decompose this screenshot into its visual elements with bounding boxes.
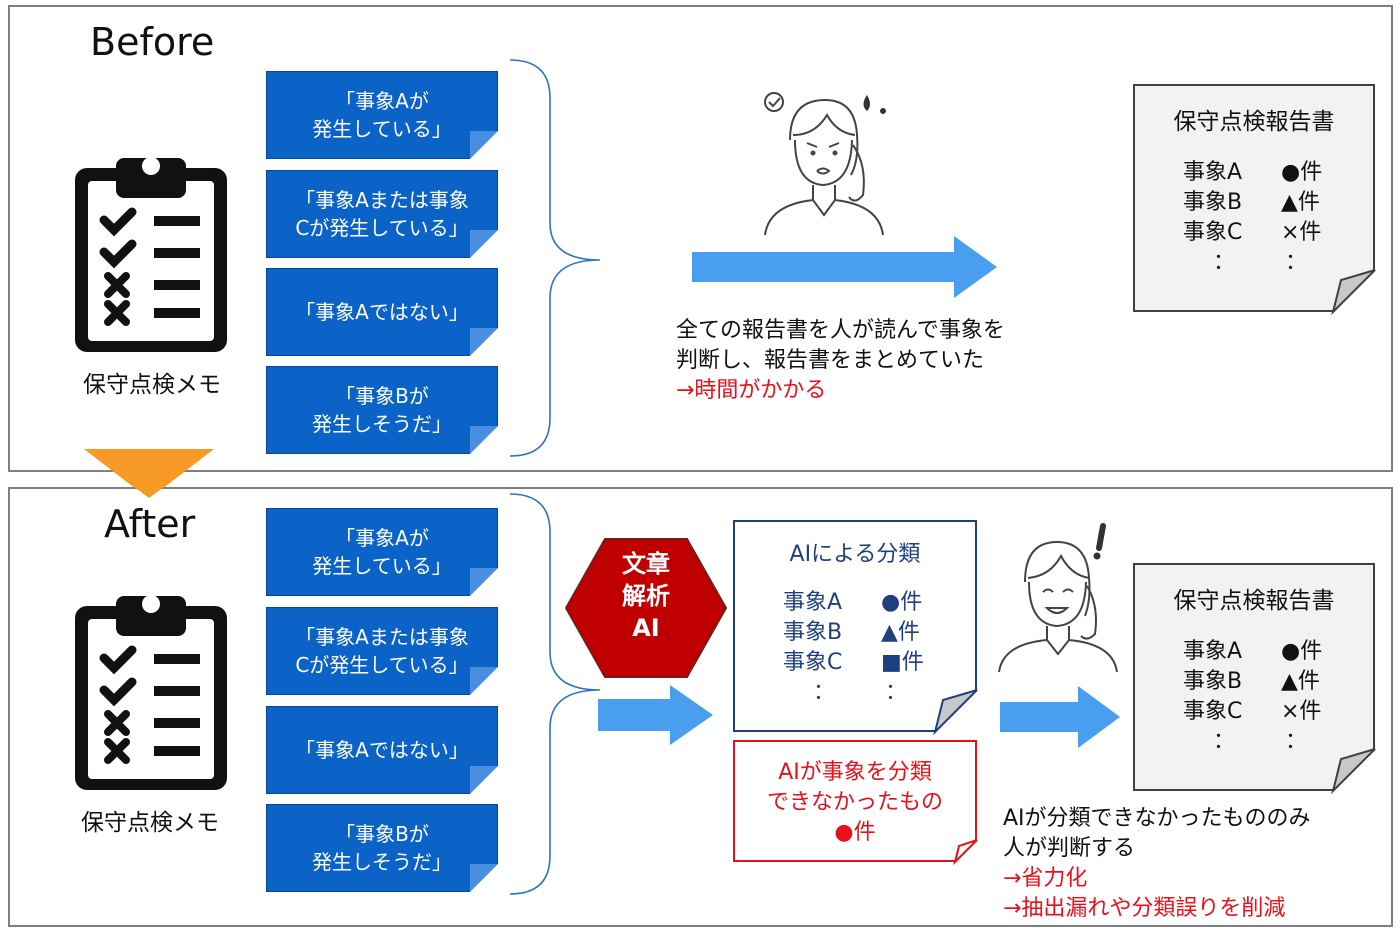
memo-label: 保守点検メモ <box>81 810 219 836</box>
ai-result-row: ：： <box>813 680 908 705</box>
benefit-text: →省力化 <box>1003 866 1088 891</box>
report-row: 事象C×件 <box>1183 220 1322 245</box>
report-row: 事象B▲件 <box>1183 669 1320 694</box>
ai-result-row: 事象B▲件 <box>783 620 920 645</box>
memo-note: 「事象Aが 発生している」 <box>266 71 498 159</box>
page-curl <box>1331 269 1376 316</box>
report-row: 事象A●件 <box>1183 160 1323 185</box>
clipboard-icon <box>75 157 227 352</box>
page-curl <box>953 839 978 866</box>
memo-note: 「事象Aが 発生している」 <box>266 508 498 596</box>
flow-arrow <box>1000 686 1120 748</box>
ai-classification-result: AIによる分類 事象A●件 事象B▲件 事象C■件 ：： <box>733 520 977 732</box>
transition-arrow-tip <box>114 472 184 498</box>
text-analysis-ai-hexagon <box>564 538 728 678</box>
ai-result-row: 事象A●件 <box>783 590 923 615</box>
page-curl <box>1331 748 1376 795</box>
grouping-brace <box>509 59 601 457</box>
ai-result-title: AIによる分類 <box>789 542 921 567</box>
worried-woman-icon <box>764 92 886 236</box>
clipboard-icon <box>75 595 227 790</box>
ai-result-row: 事象C■件 <box>783 650 924 675</box>
after-heading: After <box>104 502 196 546</box>
process-description: AIが分類できなかったもののみ 人が判断する →省力化 →抽出漏れや分類誤りを削… <box>1003 804 1311 924</box>
report-row: 事象C×件 <box>1183 699 1322 724</box>
benefit-text: →抽出漏れや分類誤りを削減 <box>1003 896 1286 921</box>
report-title: 保守点検報告書 <box>1173 109 1335 135</box>
memo-note: 「事象Aまたは事象 Cが発生している」 <box>266 607 498 695</box>
process-description: 全ての報告書を人が読んで事象を 判断し、報告書をまとめていた →時間がかかる <box>676 316 1005 406</box>
inspection-report: 保守点検報告書 事象A●件 事象B▲件 事象C×件 ：： <box>1133 563 1375 791</box>
smiling-woman-icon <box>998 523 1118 673</box>
memo-note: 「事象Bが 発生しそうだ」 <box>266 366 498 454</box>
page-curl <box>933 689 978 736</box>
ai-label: 文章 解析 AI <box>622 550 670 642</box>
report-row: ：： <box>1213 250 1308 275</box>
flow-arrow <box>692 236 997 298</box>
inspection-report: 保守点検報告書 事象A●件 事象B▲件 事象C×件 ：： <box>1133 84 1375 312</box>
memo-note: 「事象Aまたは事象 Cが発生している」 <box>266 170 498 258</box>
memo-note: 「事象Aではない」 <box>266 706 498 794</box>
report-row: 事象A●件 <box>1183 639 1323 664</box>
memo-note: 「事象Bが 発生しそうだ」 <box>266 804 498 892</box>
memo-note: 「事象Aではない」 <box>266 268 498 356</box>
flow-arrow <box>598 685 713 745</box>
report-row: ：： <box>1213 729 1308 754</box>
memo-label: 保守点検メモ <box>83 372 221 398</box>
grouping-brace <box>509 493 601 895</box>
report-row: 事象B▲件 <box>1183 190 1320 215</box>
report-title: 保守点検報告書 <box>1173 588 1335 614</box>
problem-text: →時間がかかる <box>676 378 827 403</box>
unclassified-box: AIが事象を分類 できなかったもの ●件 <box>733 740 977 862</box>
before-heading: Before <box>90 20 215 64</box>
